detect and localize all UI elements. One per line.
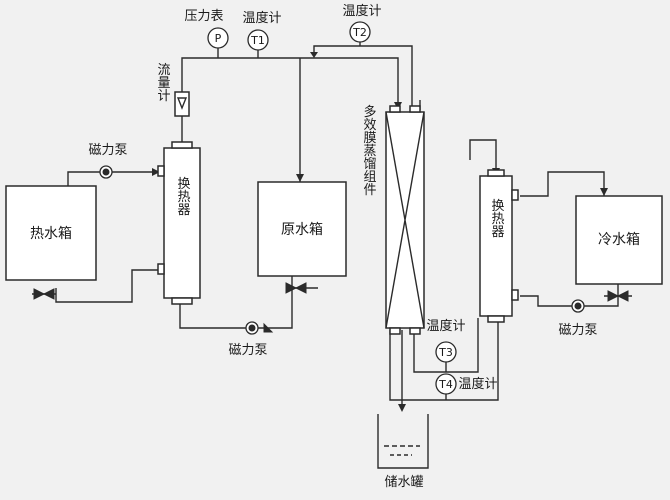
t4-symbol: T4 bbox=[438, 378, 453, 391]
arrow-t2-return bbox=[310, 52, 318, 58]
pipe-hot-tank-to-pump bbox=[67, 171, 160, 186]
pump-bottom: 磁力泵 bbox=[228, 321, 274, 358]
pump-right: 磁力泵 bbox=[558, 299, 598, 338]
heat-exchanger-right: 换热器 bbox=[479, 169, 519, 323]
t3-symbol: T3 bbox=[438, 346, 453, 359]
valve-cold-tank bbox=[607, 290, 629, 302]
t3-label: 温度计 bbox=[426, 318, 465, 334]
pipe-right-hx-top bbox=[469, 139, 497, 176]
heat-exchanger-right-label: 换热器 bbox=[489, 199, 505, 239]
pump-left: 磁力泵 bbox=[88, 143, 128, 179]
thermometer-t2: T2 温度计 bbox=[342, 3, 382, 46]
t2-symbol: T2 bbox=[352, 26, 367, 39]
storage-tank-label: 储水罐 bbox=[384, 475, 423, 490]
raw-water-tank: 原水箱 bbox=[257, 181, 347, 277]
pipe-membrane-return-top bbox=[313, 45, 413, 108]
t1-label: 温度计 bbox=[242, 10, 281, 26]
cold-water-tank: 冷水箱 bbox=[575, 195, 663, 285]
flow-meter: 流量计 bbox=[155, 63, 190, 117]
flow-arrows bbox=[152, 52, 608, 412]
cold-water-tank-label: 冷水箱 bbox=[598, 232, 640, 248]
raw-water-tank-label: 原水箱 bbox=[281, 222, 323, 238]
membrane-distillation-module: 多效膜蒸馏组件 bbox=[361, 104, 425, 335]
t4-label: 温度计 bbox=[458, 376, 497, 392]
arrow-into-hx-left bbox=[152, 168, 160, 176]
thermometer-t1: T1 温度计 bbox=[242, 10, 282, 58]
thermometer-t4: T4 温度计 bbox=[435, 373, 498, 400]
pipe-membrane-to-t3 bbox=[413, 330, 446, 373]
pressure-gauge-symbol: P bbox=[215, 32, 222, 45]
pressure-gauge: P 压力表 bbox=[184, 9, 229, 58]
membrane-module-label: 多效膜蒸馏组件 bbox=[361, 104, 377, 196]
pump-right-label: 磁力泵 bbox=[558, 323, 597, 338]
t2-label: 温度计 bbox=[342, 3, 381, 19]
storage-tank: 储水罐 bbox=[377, 414, 429, 490]
valve-hot-tank bbox=[33, 288, 55, 300]
arrow-to-raw-tank bbox=[296, 174, 304, 182]
pressure-gauge-label: 压力表 bbox=[184, 9, 223, 24]
arrow-to-cold-tank bbox=[600, 188, 608, 196]
flow-meter-label: 流量计 bbox=[155, 63, 171, 102]
hot-water-tank-label: 热水箱 bbox=[30, 226, 72, 242]
pipe-right-hx-to-pump bbox=[520, 284, 619, 307]
pump-bottom-label: 磁力泵 bbox=[228, 343, 267, 358]
t1-symbol: T1 bbox=[250, 34, 265, 47]
pipe-hx-to-hot-tank bbox=[55, 269, 160, 303]
valve-raw-tank bbox=[285, 282, 307, 294]
heat-exchanger-left-label: 换热器 bbox=[175, 177, 191, 217]
heat-exchanger-left: 换热器 bbox=[157, 141, 201, 305]
pipe-right-hx-to-cold-tank bbox=[520, 171, 605, 197]
arrow-to-storage bbox=[398, 404, 406, 412]
thermometer-t3: T3 温度计 bbox=[426, 318, 466, 372]
pipe-hx-bottom-to-pump bbox=[179, 276, 293, 329]
pump-left-label: 磁力泵 bbox=[88, 143, 127, 158]
hot-water-tank: 热水箱 bbox=[5, 185, 97, 281]
pipe-t3-to-right-hx bbox=[446, 318, 479, 373]
